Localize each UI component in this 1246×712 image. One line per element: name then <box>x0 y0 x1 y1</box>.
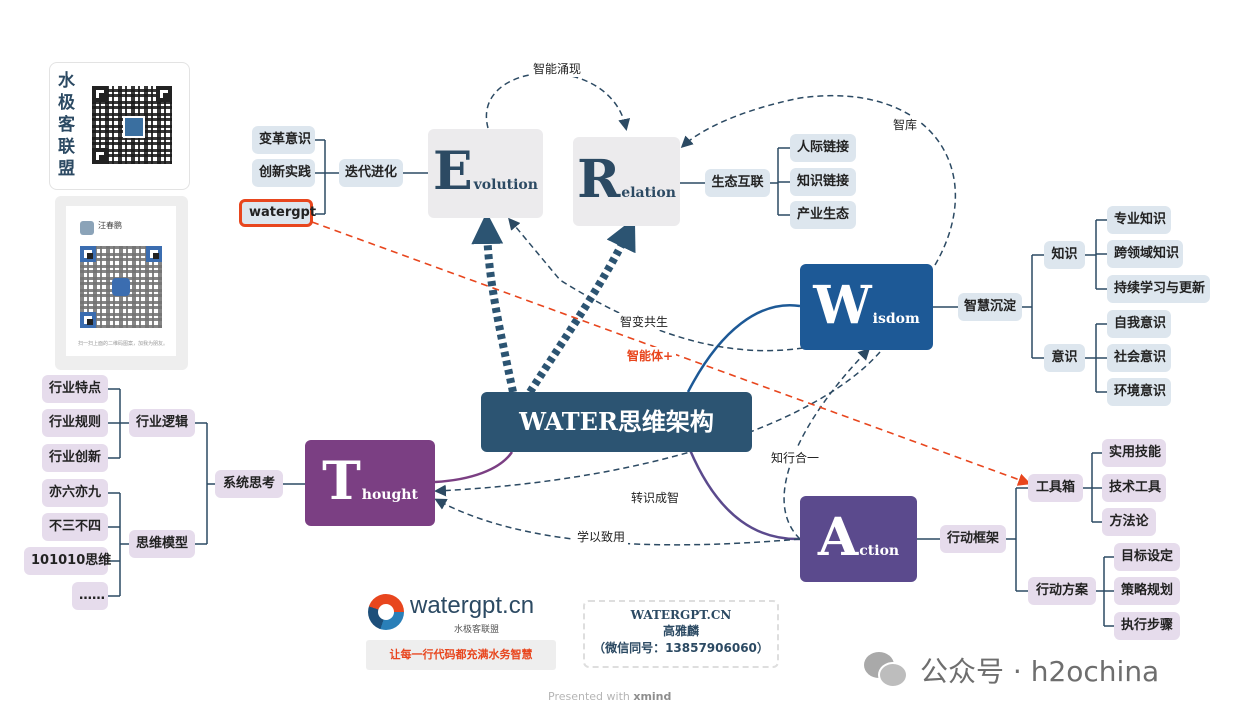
contact-wechat: （微信同号：13857906060） <box>593 641 769 655</box>
leaf-目标设定: 目标设定 <box>1114 543 1180 571</box>
org-name: 水极客联盟 <box>58 71 75 179</box>
leaf-持续学习与更新: 持续学习与更新 <box>1107 275 1210 303</box>
center-label: WATER思维架构 <box>519 407 714 436</box>
relation-node[interactable]: R elation <box>573 137 680 226</box>
profile-name: 汪春鹏 <box>98 221 122 230</box>
watermark-text: 公众号 · h2ochina <box>920 655 1160 688</box>
wisdom-branch: 智慧沉淀 <box>958 293 1022 321</box>
leaf-环境意识: 环境意识 <box>1107 378 1171 406</box>
wisdom-cap: W <box>813 275 872 336</box>
evolution-cap: E <box>433 141 473 202</box>
contact-box: WATERGPT.CN 高雅麟 （微信同号：13857906060） <box>583 600 779 668</box>
leaf-产业生态: 产业生态 <box>790 201 856 229</box>
action-rest: ction <box>859 543 900 559</box>
thought-branch: 系统思考 <box>215 470 283 498</box>
group-意识: 意识 <box>1044 344 1085 372</box>
wisdom-rest: isdom <box>872 311 920 327</box>
xmind-brand: xmind <box>633 690 672 703</box>
evolution-node[interactable]: E volution <box>428 129 543 218</box>
group-思维模型: 思维模型 <box>129 530 195 558</box>
leaf-行业创新: 行业创新 <box>42 444 108 472</box>
logo-subtitle: 水极客联盟 <box>454 625 500 635</box>
relation-cap: R <box>577 149 621 210</box>
center-node[interactable]: WATER思维架构 <box>481 392 752 452</box>
leaf-实用技能: 实用技能 <box>1102 439 1166 467</box>
leaf-亦六亦九: 亦六亦九 <box>42 479 108 507</box>
leaf-专业知识: 专业知识 <box>1107 206 1171 234</box>
edge-label-智能体: 智能体+ <box>624 347 677 364</box>
action-node[interactable]: A ction <box>800 496 917 582</box>
leaf-101010思维: 101010思维 <box>24 547 111 575</box>
relation-branch: 生态互联 <box>705 169 770 197</box>
relation-rest: elation <box>621 185 676 201</box>
logo-name: watergpt.cn <box>410 592 535 619</box>
leaf-跨领域知识: 跨领域知识 <box>1107 240 1183 268</box>
edge-label-转识成智: 转识成智 <box>628 489 683 506</box>
thought-rest: hought <box>361 487 418 503</box>
action-cap: A <box>817 507 859 568</box>
wisdom-node[interactable]: W isdom <box>800 264 933 350</box>
leaf-不三不四: 不三不四 <box>42 513 108 541</box>
watergpt-logo: watergpt.cn 水极客联盟 让每一行代码都充满水务智慧 <box>366 588 556 678</box>
profile-qr-icon <box>80 246 162 328</box>
leaf-创新实践: 创新实践 <box>252 159 315 187</box>
edge-label-智变共生: 智变共生 <box>617 313 672 330</box>
contact-person: 高雅麟 <box>662 624 699 638</box>
leaf-策略规划: 策略规划 <box>1114 577 1180 605</box>
evolution-rest: volution <box>473 177 538 193</box>
leaf-行业特点: 行业特点 <box>42 375 108 403</box>
edge-label-智库: 智库 <box>890 116 921 133</box>
leaf-watergpt: watergpt <box>239 199 316 227</box>
leaf-方法论: 方法论 <box>1102 508 1156 536</box>
leaf-变革意识: 变革意识 <box>252 126 315 154</box>
thought-cap: T <box>322 451 361 512</box>
group-行动方案: 行动方案 <box>1028 577 1096 605</box>
leaf-技术工具: 技术工具 <box>1102 474 1166 502</box>
leaf-自我意识: 自我意识 <box>1107 310 1171 338</box>
leaf-行业规则: 行业规则 <box>42 409 108 437</box>
group-知识: 知识 <box>1044 241 1085 269</box>
thought-node[interactable]: T hought <box>305 440 435 526</box>
leaf-社会意识: 社会意识 <box>1107 344 1171 372</box>
presented-with: Presented with xmind <box>548 690 672 703</box>
logo-slogan: 让每一行代码都充满水务智慧 <box>366 640 556 670</box>
profile-caption: 扫一扫上面的二维码图案，加我为朋友。 <box>78 341 169 347</box>
edge-label-知行合一: 知行合一 <box>768 449 823 466</box>
edge-label-学以致用: 学以致用 <box>574 528 629 545</box>
leaf-知识链接: 知识链接 <box>790 168 856 196</box>
leaf-执行步骤: 执行步骤 <box>1114 612 1180 640</box>
edge-label-智能涌现: 智能涌现 <box>530 60 585 77</box>
leaf-ellipsis: …… <box>72 582 108 610</box>
group-工具箱: 工具箱 <box>1028 474 1083 502</box>
qr-code-icon <box>92 86 172 164</box>
avatar <box>80 221 94 235</box>
contact-site: WATERGPT.CN <box>630 608 732 622</box>
evolution-branch: 迭代进化 <box>339 159 403 187</box>
action-branch: 行动框架 <box>940 525 1006 553</box>
group-行业逻辑: 行业逻辑 <box>129 409 195 437</box>
leaf-人际链接: 人际链接 <box>790 134 856 162</box>
